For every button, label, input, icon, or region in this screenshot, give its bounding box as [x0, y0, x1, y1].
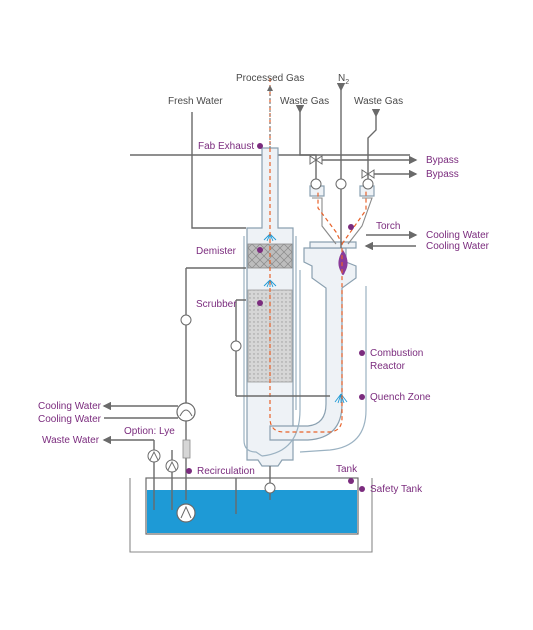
label-scrubber: Scrubber: [196, 299, 237, 310]
label-processed-gas: Processed Gas: [236, 73, 304, 84]
label-waste-gas-2: Waste Gas: [354, 96, 403, 107]
label-waste-water: Waste Water: [42, 435, 100, 446]
pump-icon: [147, 449, 196, 523]
label-quench-zone: Quench Zone: [370, 392, 431, 403]
heat-exchanger-icon: [176, 402, 196, 422]
torch-inlets: [309, 185, 375, 245]
label-recirculation: Recirculation: [197, 466, 255, 477]
combustion-reactor: [261, 241, 367, 457]
label-cooling-water-1: Cooling Water: [426, 230, 490, 241]
label-combustion: Combustion: [370, 348, 423, 359]
label-reactor: Reactor: [370, 361, 406, 372]
safety-tank: [129, 478, 373, 553]
label-bypass-2: Bypass: [426, 169, 459, 180]
filter-icon: [182, 439, 191, 459]
label-cooling-water-2: Cooling Water: [426, 241, 490, 252]
gas-flow-path: [269, 78, 367, 433]
valve-bypass-2: [361, 169, 375, 179]
tank: [145, 477, 359, 535]
label-cooling-water-left-2: Cooling Water: [38, 414, 102, 425]
label-n2: N2: [338, 73, 349, 86]
piping: [102, 83, 418, 514]
label-n2-sub: 2: [345, 79, 349, 86]
label-demister: Demister: [196, 246, 237, 257]
label-fab-exhaust: Fab Exhaust: [198, 141, 254, 152]
valve-bypass-1: [309, 155, 323, 165]
flow-indicator-icon: [180, 178, 374, 494]
label-torch: Torch: [376, 221, 400, 232]
callout-dots: [186, 143, 365, 492]
label-tank: Tank: [336, 464, 358, 475]
label-fresh-water: Fresh Water: [168, 96, 223, 107]
scrubber-column: [243, 147, 297, 467]
label-cooling-water-left-1: Cooling Water: [38, 401, 102, 412]
torch-flame: [338, 250, 348, 275]
label-n2-main: N: [338, 73, 345, 84]
label-bypass-1: Bypass: [426, 155, 459, 166]
label-waste-gas-1: Waste Gas: [280, 96, 329, 107]
label-safety-tank: Safety Tank: [370, 484, 423, 495]
label-option-lye: Option: Lye: [124, 426, 175, 437]
